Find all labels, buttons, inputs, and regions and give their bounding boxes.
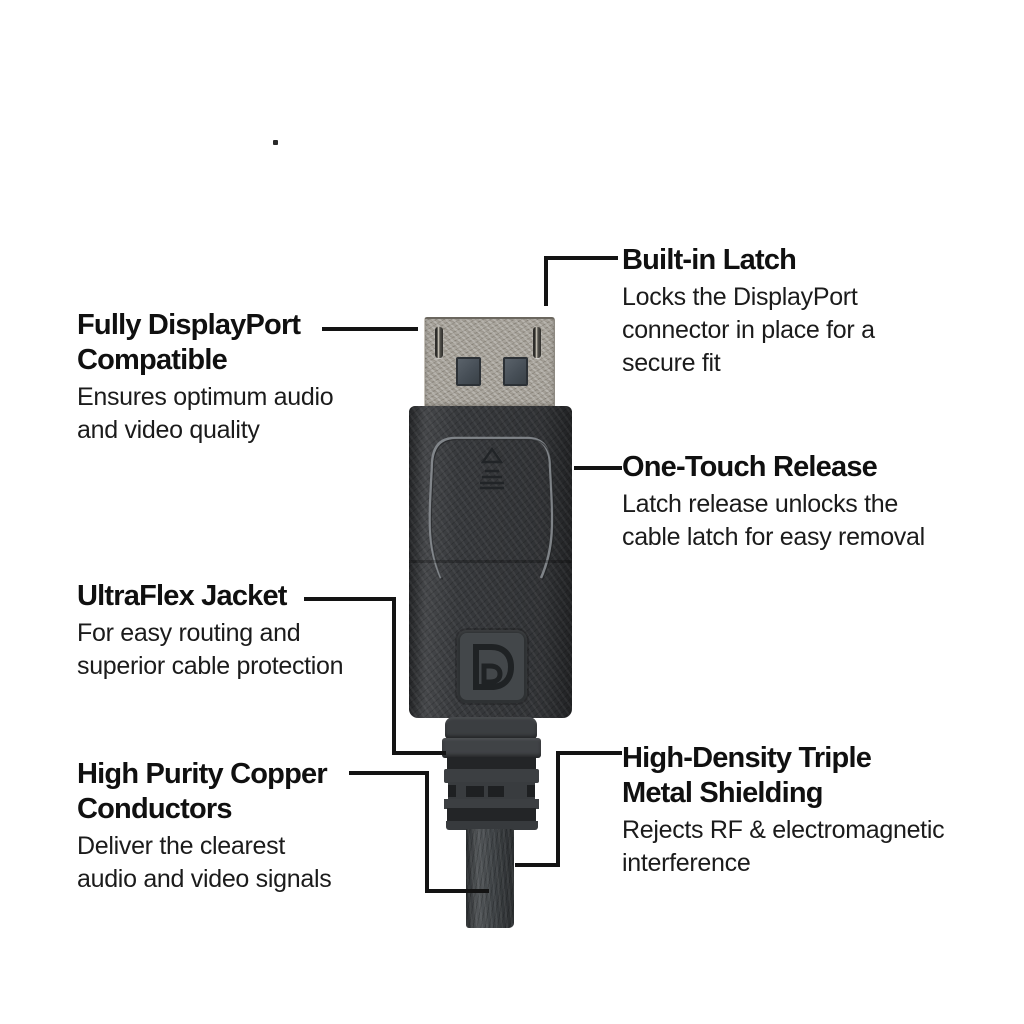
leader-fully-compatible [322,327,418,331]
callout-title: Built-in Latch [622,244,797,276]
plug-hole-left-icon [456,357,481,386]
latch-slot-right-icon [533,327,541,358]
callout-description: Deliver the clearest audio and video sig… [77,832,332,893]
callout-high-density-shielding: High-Density Triple Metal Shielding Reje… [622,741,977,880]
displayport-logo-icon [473,643,515,690]
strain-relief-rib [444,769,539,783]
callout-title: One-Touch Release [622,451,878,483]
leader-high-density-v [556,751,560,867]
connector-metal-tip [424,317,555,408]
leader-high-density-h1 [556,751,622,755]
plug-hole-right-icon [503,357,528,386]
leader-high-purity-h2 [425,889,489,893]
leader-one-touch-release [574,466,622,470]
dust-speck [273,140,278,145]
leader-high-density-h2 [515,863,560,867]
callout-description: Ensures optimum audio and video quality [77,383,334,444]
callout-description: Rejects RF & electromagnetic interferenc… [622,816,945,877]
leader-high-purity-v [425,771,429,893]
callout-description: For easy routing and superior cable prot… [77,619,344,680]
callout-high-purity-copper: High Purity Copper Conductors Deliver th… [77,757,387,896]
housing-seam [409,560,572,563]
callout-title: High-Density Triple Metal Shielding [622,742,872,809]
strain-relief-groove [447,757,536,770]
callout-title: UltraFlex Jacket [77,580,287,612]
cable-jacket [466,829,514,928]
leader-built-in-latch-v [544,256,548,306]
strain-relief-rib [446,821,538,830]
displayport-logo-badge [457,630,527,703]
strain-relief-collar-wide [442,738,541,758]
emboss-symbols-icon [480,446,504,490]
callout-fully-compatible: Fully DisplayPort Compatible Ensures opt… [77,308,347,447]
strain-relief-groove [447,808,536,822]
leader-ultraflex-h2 [392,751,446,755]
strain-relief-rib [444,799,539,809]
callout-ultraflex-jacket: UltraFlex Jacket For easy routing and su… [77,579,397,683]
latch-slot-left-icon [435,327,443,358]
leader-built-in-latch-h [544,256,618,260]
strain-relief-notched-band [448,782,535,800]
strain-relief-collar [445,717,537,739]
callout-description: Locks the DisplayPort connector in place… [622,283,875,377]
callout-description: Latch release unlocks the cable latch fo… [622,490,925,551]
leader-ultraflex-h1 [304,597,396,601]
release-button-outline [428,436,555,580]
leader-ultraflex-v [392,597,396,755]
callout-one-touch-release: One-Touch Release Latch release unlocks … [622,450,972,554]
callout-title: Fully DisplayPort Compatible [77,309,301,376]
leader-high-purity-h1 [349,771,429,775]
callout-built-in-latch: Built-in Latch Locks the DisplayPort con… [622,243,962,380]
callout-title: High Purity Copper Conductors [77,758,328,825]
